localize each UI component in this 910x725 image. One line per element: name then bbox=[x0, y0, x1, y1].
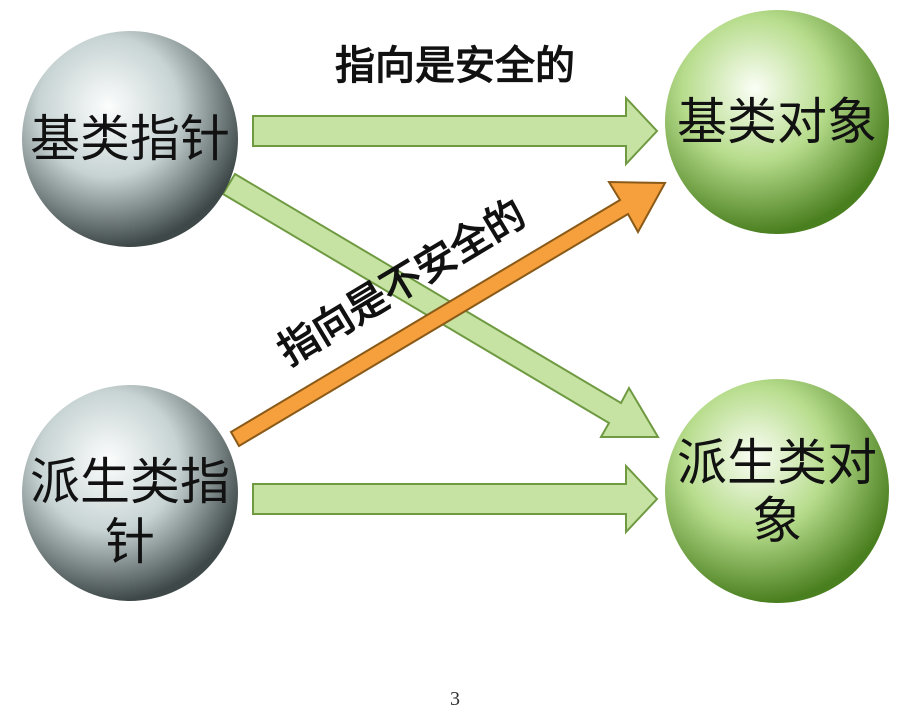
base-object-sphere bbox=[665, 10, 889, 234]
page-number: 3 bbox=[450, 688, 460, 710]
arrow-derived-to-derived bbox=[252, 463, 659, 535]
safe-label: 指向是安全的 bbox=[335, 43, 575, 89]
arrow-derived-to-base-unsafe bbox=[229, 180, 667, 448]
arrow-base-to-base bbox=[252, 95, 659, 167]
base-pointer-label: 基类指针 bbox=[30, 110, 230, 168]
derived-pointer-sphere bbox=[22, 385, 238, 601]
derived-object-sphere bbox=[665, 379, 889, 603]
base-pointer-sphere bbox=[22, 31, 238, 247]
derived-pointer-label-line1: 派生类指 bbox=[30, 453, 230, 511]
derived-object-label-line2: 象 bbox=[752, 492, 802, 550]
base-object-label: 基类对象 bbox=[677, 93, 877, 151]
derived-pointer-label-line2: 针 bbox=[105, 513, 155, 571]
derived-object-label-line1: 派生类对 bbox=[677, 434, 877, 492]
arrow-base-to-derived bbox=[221, 172, 660, 438]
